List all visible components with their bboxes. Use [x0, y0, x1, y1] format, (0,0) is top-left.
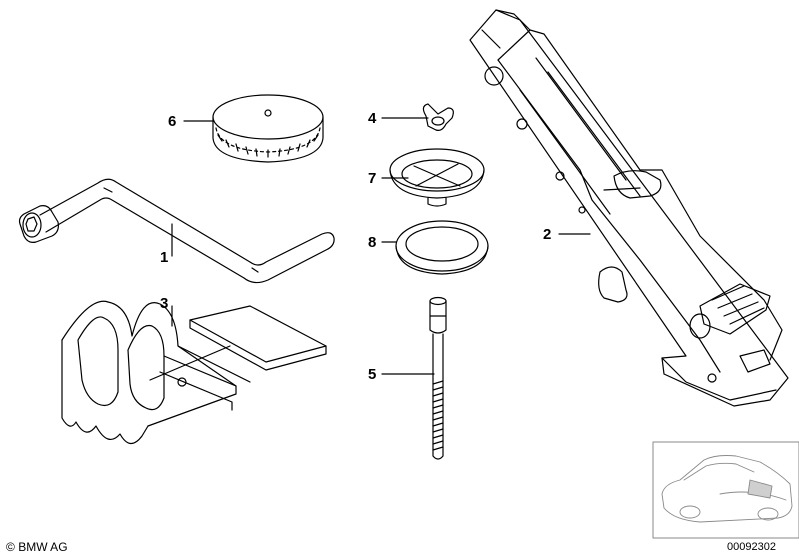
callout-5: 5 — [368, 366, 377, 383]
vehicle-location-thumbnail — [652, 441, 799, 539]
callout-8: 8 — [368, 234, 377, 251]
callout-3: 3 — [160, 295, 169, 312]
copyright-symbol: © — [6, 540, 15, 554]
callout-1: 1 — [160, 249, 169, 266]
thumbnail-frame — [652, 441, 799, 539]
wing-nut-part — [423, 104, 453, 130]
car-silhouette — [661, 455, 793, 523]
knurled-nut-part — [213, 95, 323, 162]
holder-bracket-part — [62, 301, 326, 443]
callout-7: 7 — [368, 170, 377, 187]
callout-6: 6 — [168, 113, 177, 130]
copyright-text: BMW AG — [18, 540, 68, 554]
document-number: 00092302 — [727, 541, 776, 553]
bolt-part — [430, 298, 446, 460]
wheel-wrench-part — [20, 179, 335, 282]
ring-part — [396, 221, 488, 274]
grommet-part — [390, 149, 484, 206]
leader-lines — [171, 117, 591, 375]
scissor-jack-part — [470, 10, 788, 406]
copyright-notice: © BMW AG — [6, 540, 68, 554]
callout-2: 2 — [543, 226, 552, 243]
callout-4: 4 — [368, 110, 377, 127]
